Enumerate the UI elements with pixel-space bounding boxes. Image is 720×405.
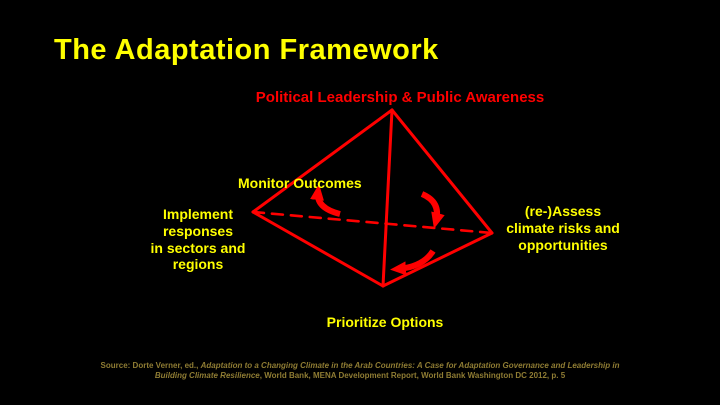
cycle-arrows [310, 184, 445, 276]
pyramid-edge-apex-right [390, 108, 494, 235]
cycle-arrow-left-icon [390, 249, 436, 276]
pyramid-edge-back [251, 210, 494, 235]
source-suffix: , World Bank, MENA Development Report, W… [259, 371, 566, 381]
pyramid-edge-apex-left [251, 108, 394, 214]
pyramid-edges [251, 108, 494, 288]
pyramid-edge-apex-front [381, 108, 394, 288]
slide-title: The Adaptation Framework [54, 34, 439, 66]
label-implement-responses: Implement responses in sectors and regio… [150, 206, 246, 273]
label-reassess-risks: (re-)Assess climate risks and opportunit… [506, 203, 620, 253]
label-political-leadership: Political Leadership & Public Awareness [255, 89, 545, 106]
source-book-title: Adaptation to a Changing Climate in the … [154, 361, 620, 381]
cycle-arrow-up-icon [310, 184, 341, 217]
pyramid-edge-front-right [381, 231, 494, 288]
cycle-arrow-down-icon [420, 191, 445, 229]
label-monitor-outcomes: Monitor Outcomes [238, 175, 362, 191]
source-citation: Source: Dorte Verner, ed., Adaptation to… [100, 361, 620, 382]
pyramid-edge-left-front [251, 210, 385, 288]
source-prefix: Source: Dorte Verner, ed., [100, 361, 201, 370]
label-prioritize-options: Prioritize Options [326, 314, 444, 330]
